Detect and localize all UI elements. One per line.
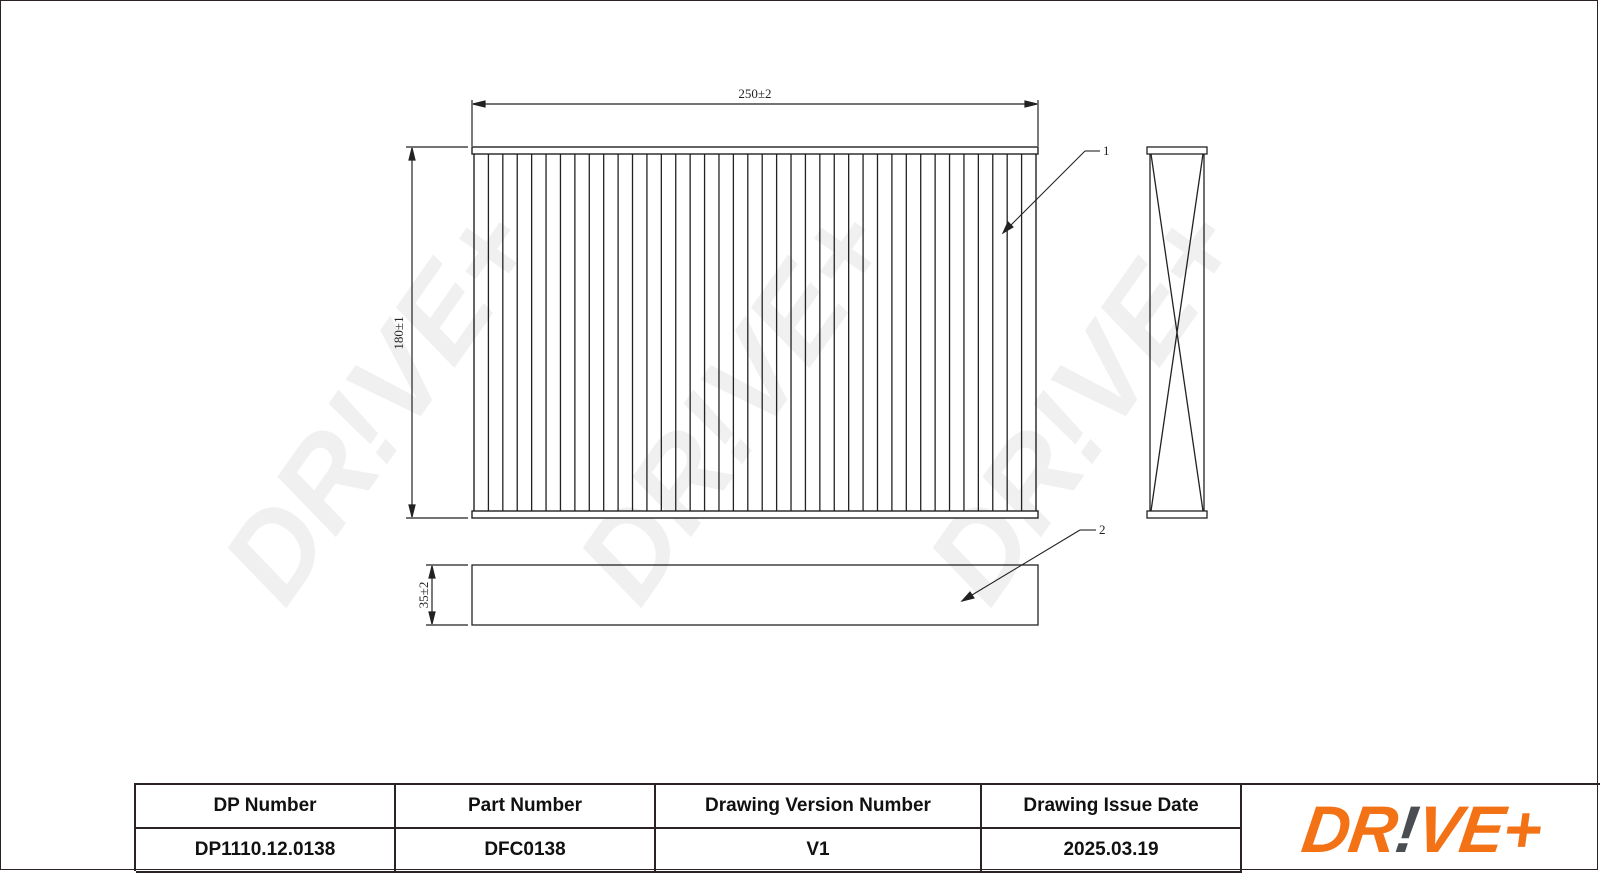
filter-side-view bbox=[1146, 146, 1208, 519]
logo-text-ve: VE+ bbox=[1411, 792, 1546, 866]
filter-bottom-view bbox=[471, 564, 1039, 626]
height-dimension bbox=[406, 146, 468, 519]
title-block: DP Number Part Number Drawing Version Nu… bbox=[134, 783, 1600, 873]
callout-1-leader bbox=[1001, 150, 1100, 235]
svg-text:DR!VE+: DR!VE+ bbox=[902, 185, 1266, 625]
callout-1-label: 1 bbox=[1103, 143, 1110, 158]
depth-dimension bbox=[426, 564, 468, 626]
value-drawing-version: V1 bbox=[656, 829, 982, 873]
width-dimension-label: 250±2 bbox=[738, 86, 771, 101]
width-dimension bbox=[471, 100, 1039, 146]
value-dp-number: DP1110.12.0138 bbox=[136, 829, 396, 873]
header-issue-date: Drawing Issue Date bbox=[982, 785, 1242, 829]
value-part-number: DFC0138 bbox=[396, 829, 656, 873]
watermark-logo: DR!VE+ DR!VE+ DR!VE+ bbox=[197, 185, 1266, 625]
callout-2-label: 2 bbox=[1099, 522, 1106, 537]
height-dimension-label: 180±1 bbox=[391, 316, 406, 349]
logo-cell: DR!VE+ bbox=[1242, 785, 1600, 873]
header-dp-number: DP Number bbox=[136, 785, 396, 829]
svg-text:DR!VE+: DR!VE+ bbox=[197, 185, 561, 625]
header-part-number: Part Number bbox=[396, 785, 656, 829]
depth-dimension-label: 35±2 bbox=[416, 582, 431, 609]
logo-text-dr: DR bbox=[1297, 792, 1402, 866]
callout-2-leader bbox=[960, 529, 1096, 602]
value-issue-date: 2025.03.19 bbox=[982, 829, 1242, 873]
header-drawing-version: Drawing Version Number bbox=[656, 785, 982, 829]
drive-plus-logo: DR!VE+ bbox=[1297, 792, 1546, 866]
filter-front-view bbox=[471, 146, 1039, 519]
